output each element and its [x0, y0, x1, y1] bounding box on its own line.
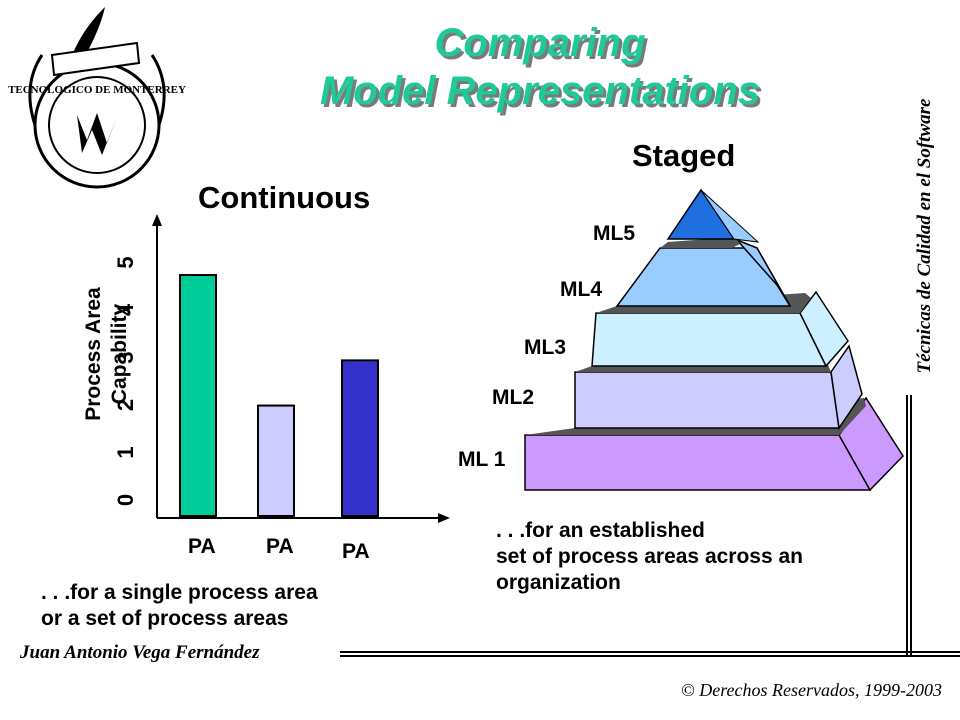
continuous-caption-line1: . . .for a single process area — [41, 581, 318, 604]
y-tick-4: 4 — [113, 303, 138, 316]
pyramid-side-ml2 — [830, 344, 863, 431]
y-tick-5: 5 — [113, 256, 138, 268]
y-tick-0: 0 — [113, 494, 138, 506]
staged-caption-line2: set of process areas across an — [496, 545, 804, 568]
bar-pa-3 — [341, 359, 379, 517]
bar-pa-1 — [179, 274, 217, 518]
continuous-caption-line2: or a set of process areas — [41, 607, 289, 630]
x-label-pa-1: PA — [188, 535, 216, 558]
sidebar-course-title: Técnicas de Calidad en el Software — [914, 98, 935, 374]
staged-caption-line3: organization — [496, 571, 621, 594]
pyramid-side-ml5 — [700, 189, 760, 243]
x-label-pa-2: PA — [266, 535, 294, 558]
copyright-notice: © Derechos Reservados, 1999-2003 — [681, 680, 942, 700]
y-tick-1: 1 — [113, 446, 138, 458]
pyramid-side-ml3 — [799, 290, 849, 368]
bar-pa-2 — [257, 404, 295, 517]
author-name: Juan Antonio Vega Fernández — [20, 642, 260, 663]
slide-title-line2: Model Representations — [319, 69, 761, 113]
y-tick-2: 2 — [113, 399, 138, 411]
level-label-ml3: ML3 — [524, 336, 566, 359]
continuous-heading: Continuous — [198, 180, 371, 215]
level-label-ml5: ML5 — [593, 222, 635, 245]
level-label-ml2: ML2 — [492, 386, 534, 409]
staged-heading: Staged — [632, 138, 736, 173]
y-axis-arrow-icon — [152, 214, 162, 226]
pyramid-side-ml4 — [736, 239, 791, 307]
level-label-ml1: ML 1 — [458, 448, 506, 471]
slide-title-line1: Comparing — [434, 21, 646, 65]
staged-caption-line1: . . .for an established — [496, 519, 705, 542]
x-axis-arrow-icon — [438, 513, 450, 523]
x-label-pa-3: PA — [342, 540, 370, 563]
level-label-ml4: ML4 — [560, 278, 602, 301]
y-tick-3: 3 — [113, 351, 138, 363]
